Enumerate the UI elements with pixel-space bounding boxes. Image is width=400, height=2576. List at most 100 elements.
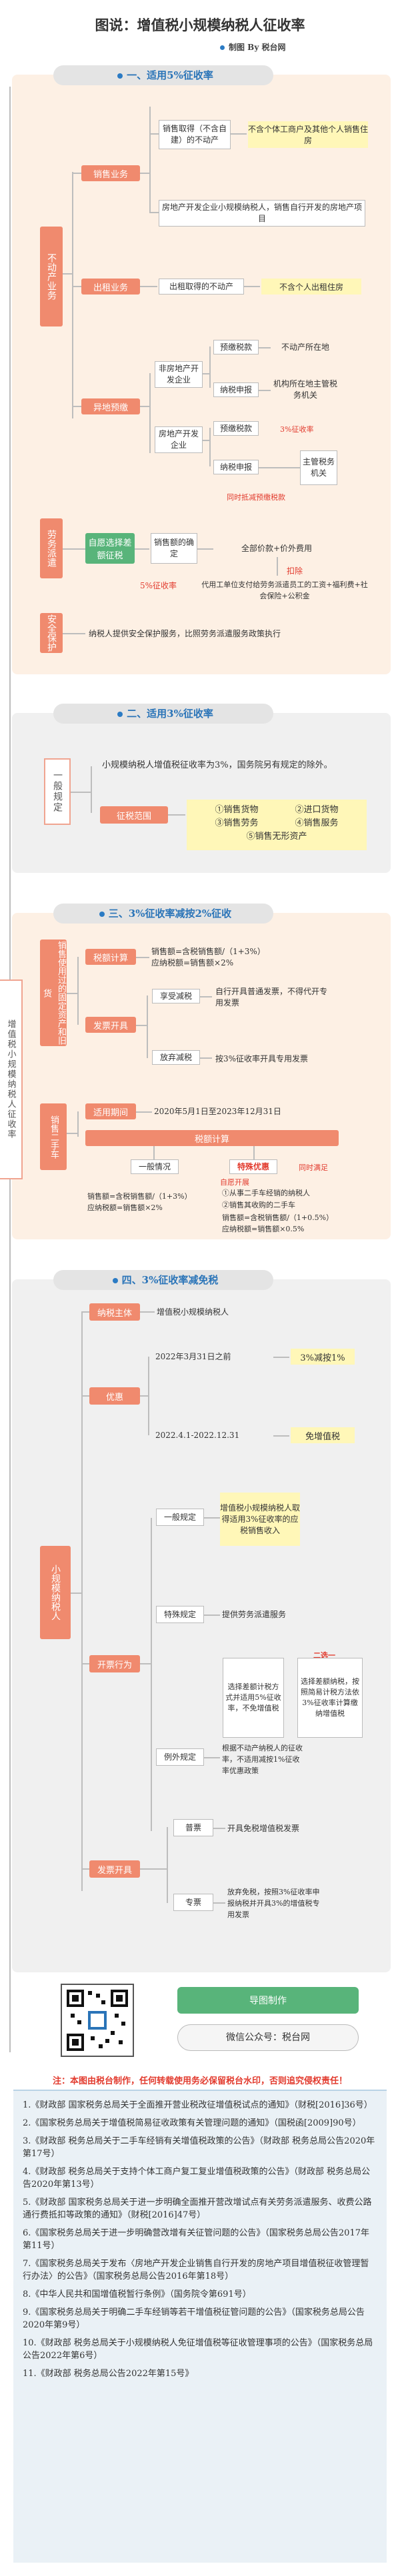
connector bbox=[204, 1517, 220, 1519]
scope-item: ②进口货物 bbox=[295, 805, 339, 815]
prepay-rate-label: 3%征收率 bbox=[280, 425, 314, 434]
choose-one-label: 二选一 bbox=[313, 1651, 335, 1660]
small-taxpayer-box: 小规模纳税人 bbox=[40, 1546, 71, 1639]
declare-location-2: 主管税务机关 bbox=[300, 450, 337, 485]
connector bbox=[273, 1357, 289, 1358]
used-car-box: 销售二手车 bbox=[40, 1103, 67, 1170]
remote-prepay-box: 异地预缴 bbox=[81, 398, 140, 414]
scope-item: ①销售货物 bbox=[215, 805, 259, 815]
option-b-box: 选择差额纳税，按照简易计税方法依3%征收率计算缴纳增值税 bbox=[297, 1658, 363, 1738]
bullet-icon bbox=[117, 73, 123, 79]
connector bbox=[140, 286, 157, 287]
maker-credit: 制图 By 税台网 bbox=[220, 41, 285, 53]
vat-invoice-text: 放弃免税，按照3%征收率申报纳税并开具3%的增值税专用发票 bbox=[227, 1887, 320, 1919]
reference-item: 7.《国家税务总局关于发布〈房地产开发企业销售自行开发的房地产项目增值税征收管理… bbox=[23, 2259, 369, 2281]
give-up-box: 放弃减税 bbox=[152, 1050, 200, 1065]
scope-item: ⑤销售无形资产 bbox=[246, 832, 307, 842]
scope-item: ④销售服务 bbox=[295, 818, 339, 828]
connector bbox=[136, 1025, 147, 1026]
option-a-box: 选择差额计税方式并适用5%征收率，不免增值税 bbox=[223, 1658, 284, 1738]
used-car-calc-box: 税额计算 bbox=[85, 1130, 339, 1146]
connector bbox=[140, 173, 149, 174]
declare-location-1: 机构所在地主管税务机关 bbox=[273, 379, 337, 400]
connector bbox=[81, 1868, 89, 1870]
connector bbox=[200, 996, 212, 997]
pref-period-2: 2022.4.1-2022.12.31 bbox=[155, 1430, 240, 1440]
connector bbox=[259, 347, 271, 348]
special-formula: 销售额=含税销售额/（1+0.5%） 应纳税额=销售额×0.5% bbox=[222, 1213, 334, 1233]
lease-acquired-box: 出租取得的不动产 bbox=[159, 279, 244, 295]
special-offer-box: 特殊优惠 bbox=[229, 1159, 277, 1174]
prepay-location: 不动产所在地 bbox=[281, 342, 329, 352]
connector bbox=[72, 173, 81, 174]
connector bbox=[136, 1111, 152, 1113]
section-2-title: 二、适用3%征收率 bbox=[127, 708, 213, 720]
pref-period-1: 2022年3月31日之前 bbox=[155, 1351, 231, 1361]
references-panel: 1.《财政部 国家税务总局关于全面推开营业税改征增值税试点的通知》（财税[201… bbox=[13, 2090, 387, 2563]
normal-invoice-text: 开具免税增值税发票 bbox=[227, 1823, 300, 1833]
connector bbox=[231, 133, 247, 135]
connector bbox=[209, 346, 211, 388]
connector bbox=[151, 1518, 152, 1831]
wechat-account-button[interactable]: 微信公众号：税台网 bbox=[177, 2024, 359, 2051]
connector bbox=[244, 286, 260, 287]
connector bbox=[204, 1757, 220, 1758]
connector bbox=[140, 406, 149, 407]
deduct-label: 扣除 bbox=[287, 566, 303, 576]
reference-item: 2.《国家税务总局关于增值税简易征收政策有关管理问题的通知》（国税函[2009]… bbox=[23, 2118, 361, 2128]
special-provision-box: 特殊规定 bbox=[156, 1606, 204, 1623]
general-rule-box: 一般规定 bbox=[44, 758, 71, 825]
connector bbox=[203, 373, 209, 374]
declare-box-1: 纳税申报 bbox=[213, 382, 259, 397]
connector bbox=[149, 212, 159, 213]
sale-acquired-box: 销售取得（不含自建）的不动产 bbox=[159, 120, 231, 149]
references-list: 1.《财政部 国家税务总局关于全面推开营业税改征增值税试点的通知》（财税[201… bbox=[13, 2091, 387, 2393]
exception-box: 例外规定 bbox=[156, 1748, 204, 1766]
connector bbox=[140, 1395, 148, 1397]
section-1-header: 一、适用5%征收率 bbox=[53, 65, 273, 85]
general-case-box: 一般情况 bbox=[131, 1159, 179, 1174]
connector bbox=[72, 406, 81, 407]
connector bbox=[148, 1357, 149, 1435]
scope-item: ③销售劳务 bbox=[215, 818, 259, 828]
security-box: 安全保护 bbox=[40, 613, 63, 653]
exception-text: 根据不动产纳税人的征收率，不适用减按1%征收率优惠政策 bbox=[222, 1743, 303, 1775]
sale-note-box: 不含个体工商户及其他个人销售住房 bbox=[248, 121, 368, 148]
section-4-header: 四、3%征收率减免税 bbox=[53, 1270, 273, 1290]
connector bbox=[91, 766, 92, 813]
dispatch-rate-label: 5%征收率 bbox=[140, 581, 177, 590]
general-provision-box: 一般规定 bbox=[156, 1509, 204, 1526]
declare-box-2: 纳税申报 bbox=[213, 460, 259, 474]
connector bbox=[168, 814, 185, 816]
voluntary-label: 自愿开展 bbox=[220, 1178, 249, 1187]
voluntary-diff-box: 自愿选择差额征税 bbox=[85, 533, 135, 564]
reference-item: 4.《财政部 税务总局关于支持个体工商户复工复业增值税政策的公告》（财政部 税务… bbox=[23, 2167, 371, 2190]
small-scale-rate-label: 增值税小规模纳税人征收率 bbox=[0, 979, 23, 1179]
enjoy-reduction-box: 享受减税 bbox=[152, 989, 200, 1003]
mindmap-made-button[interactable]: 导图制作 bbox=[177, 1987, 359, 2014]
general-provision-text: 增值税小规模纳税人取得适用3%征收率的应税销售收入 bbox=[220, 1493, 300, 1546]
qr-code bbox=[61, 1984, 134, 2057]
section-3 bbox=[12, 913, 391, 1239]
connector bbox=[67, 1133, 77, 1134]
connector bbox=[167, 1827, 168, 1903]
connector bbox=[253, 1146, 255, 1159]
disclaimer: 注：本图由税台制作，任何转载使用务必保留税台水印，否则追究侵权责任！ bbox=[52, 2076, 347, 2086]
enjoy-reduction-text: 自行开具普通发票，不得代开专用发票 bbox=[215, 987, 328, 1007]
connector bbox=[81, 1311, 83, 1891]
connector bbox=[63, 273, 72, 275]
maker-text: 制图 By 税台网 bbox=[229, 43, 286, 52]
lease-note-box: 不含个人出租住房 bbox=[261, 279, 361, 295]
tax-calc-formula: 销售额=含税销售额/（1+3%） 应纳税额=销售额×2% bbox=[151, 947, 265, 967]
connector bbox=[153, 1146, 155, 1159]
deduct-items: 代用工单位支付给劳务派遣员工的工资+福利费+社会保险+公积金 bbox=[201, 580, 368, 600]
connector bbox=[71, 792, 91, 793]
connector bbox=[147, 995, 148, 1058]
special-provision-text: 提供劳务派遣服务 bbox=[222, 1609, 287, 1619]
connector bbox=[140, 1868, 167, 1870]
give-up-text: 按3%征收率开具专用发票 bbox=[215, 1053, 309, 1063]
period-text: 2020年5月1日至2023年12月31日 bbox=[154, 1106, 281, 1116]
connector bbox=[71, 1593, 81, 1594]
